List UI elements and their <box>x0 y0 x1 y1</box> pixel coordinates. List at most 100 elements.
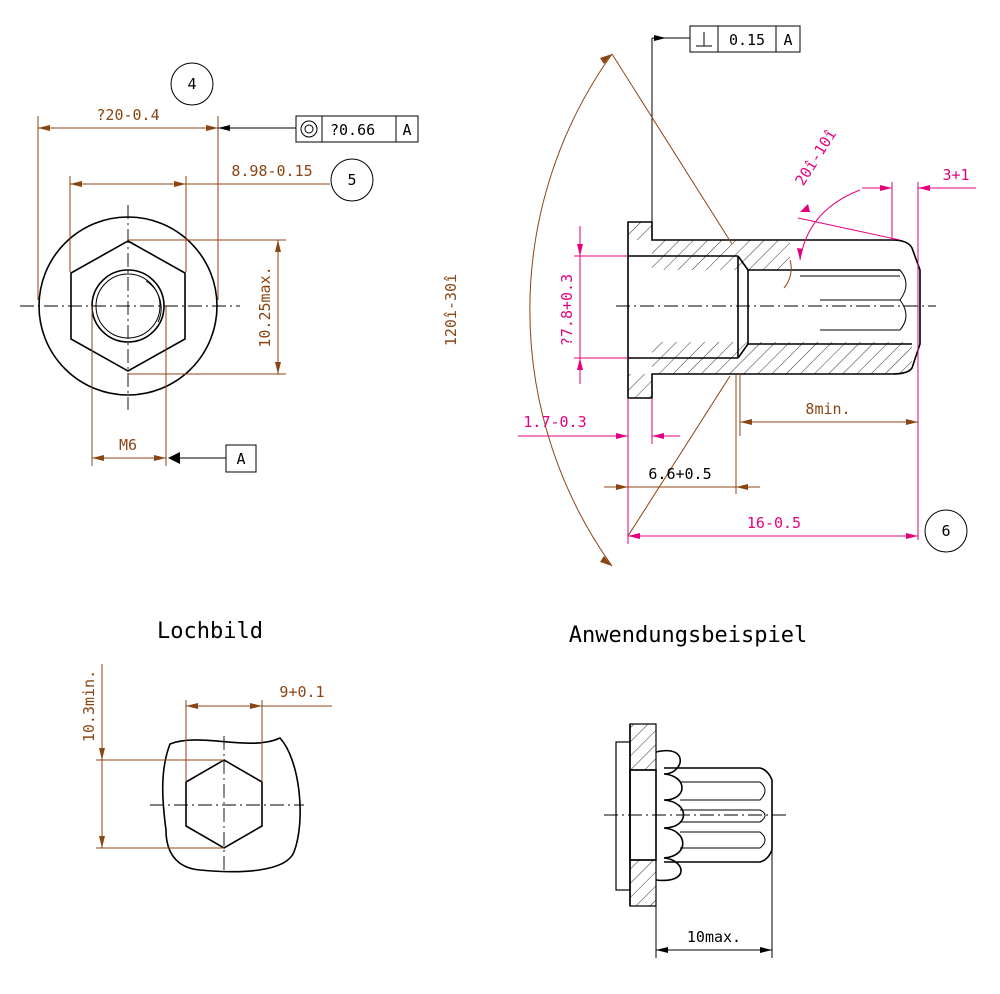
dim-text-height: 10.25max. <box>256 266 274 347</box>
dim-text-thread: M6 <box>119 436 137 454</box>
shank-outline <box>664 767 773 863</box>
hole-pattern-view: Lochbild 9+0.1 10.3min. <box>80 619 332 873</box>
datum-triangle-icon <box>168 452 180 464</box>
arrowhead <box>99 836 105 848</box>
dim-text-grip: 8min. <box>805 400 850 418</box>
sweep-angle-arc <box>529 53 613 567</box>
upper-hatch <box>730 240 790 270</box>
arrowhead <box>616 484 628 490</box>
balloon-4 <box>170 62 214 106</box>
dim-text-dia: ?7.8+0.3 <box>558 274 576 346</box>
arrowhead <box>70 181 82 187</box>
dim-text-sweep-angle: 120î-30î <box>442 274 460 346</box>
chamfer-line <box>737 255 749 271</box>
arrowhead <box>577 358 583 370</box>
datum-box <box>225 444 257 473</box>
shank-rib <box>680 809 766 823</box>
balloon-5-label: 5 <box>347 171 356 189</box>
thread-core-outline <box>95 273 161 339</box>
application-view: Anwendungsbeispiel 10max. <box>569 623 807 958</box>
arrowhead <box>616 433 628 439</box>
hole-pattern-title: Lochbild <box>157 619 263 644</box>
arrowhead <box>92 455 104 461</box>
shank-rib <box>680 831 766 849</box>
frame-box <box>689 25 801 53</box>
arrowhead <box>600 54 612 64</box>
arrowhead <box>918 185 930 191</box>
arrowhead <box>250 703 262 709</box>
rib-curve <box>899 299 907 331</box>
perpendicularity-datum: A <box>783 31 792 49</box>
arrowhead <box>797 248 803 260</box>
arrowhead <box>906 419 918 425</box>
arrowhead <box>654 35 666 41</box>
concentricity-symbol-icon <box>300 120 318 138</box>
arrowhead <box>760 947 772 953</box>
dim-text-head: 6.6+0.5 <box>648 465 711 483</box>
front-view: ?20-0.4 ?0.66 A 4 8.98-0.15 5 <box>20 62 419 473</box>
shank-rib <box>680 781 766 801</box>
arrowhead <box>174 181 186 187</box>
flange-hatch-top <box>628 222 652 240</box>
arrowhead <box>906 533 918 539</box>
arrowhead <box>218 125 230 131</box>
flange-hatch-bottom <box>628 374 652 398</box>
arrowhead <box>652 433 664 439</box>
perpendicularity-frame: 0.15 A <box>689 25 801 53</box>
chamfer-line <box>737 343 749 359</box>
arrowhead <box>800 204 810 212</box>
dim-text-hole-width: 9+0.1 <box>279 683 324 701</box>
arrowhead <box>656 947 668 953</box>
rib-curve <box>899 269 907 301</box>
arrowhead <box>736 484 748 490</box>
dim-text-outer-dia: ?20-0.4 <box>96 106 159 124</box>
frame-box <box>295 115 419 143</box>
sheet-outline <box>161 737 301 873</box>
dim-text-hole-height: 10.3min. <box>80 670 98 742</box>
concentricity-value: ?0.66 <box>330 121 375 139</box>
arrowhead <box>577 244 583 256</box>
arrowhead <box>880 185 892 191</box>
arrowhead <box>740 419 752 425</box>
dim-text-chamfer-angle: 20î-10î <box>791 126 840 189</box>
arrowhead <box>38 125 50 131</box>
sweep-ext-line <box>627 375 731 537</box>
application-title: Anwendungsbeispiel <box>569 623 807 648</box>
arrowhead <box>275 362 281 374</box>
perpendicularity-value: 0.15 <box>729 31 765 49</box>
bulge-ribs <box>655 749 685 882</box>
arrowhead <box>186 703 198 709</box>
thread-arc <box>145 280 162 323</box>
arrowhead <box>154 455 166 461</box>
sheet-hatch-top <box>629 723 657 771</box>
balloon-4-label: 4 <box>187 75 196 93</box>
body-outline <box>627 221 921 399</box>
arrowhead <box>600 556 612 566</box>
dim-text-length: 16-0.5 <box>747 514 801 532</box>
dim-text-rib: 3+1 <box>942 166 969 184</box>
concentricity-symbol-inner <box>304 124 314 134</box>
balloon-5 <box>330 158 374 202</box>
datum-label: A <box>236 450 245 468</box>
arrowhead <box>628 533 640 539</box>
arrowhead <box>206 125 218 131</box>
balloon-6-label: 6 <box>941 522 950 540</box>
flange-block <box>629 769 657 861</box>
arrowhead <box>275 240 281 252</box>
sweep-ext-line <box>611 53 733 245</box>
dim-text-hex: 8.98-0.15 <box>231 162 312 180</box>
chamfer-angle-ext <box>797 217 901 241</box>
concentricity-frame: ?0.66 A <box>295 115 419 143</box>
arrowhead <box>99 748 105 760</box>
dim-text-flange: 1.7-0.3 <box>523 413 586 431</box>
balloon-6 <box>924 509 968 553</box>
dim-text-app: 10max. <box>687 928 741 946</box>
side-section-view: 0.15 A 120î-30î 20î-10î 3+1 ?7.8+0.3 <box>442 25 976 567</box>
upper-hatch-head <box>652 240 752 270</box>
sweep-arc-small <box>783 259 792 289</box>
hex-body-outline <box>70 240 186 372</box>
sheet-edge <box>615 741 631 891</box>
sheet-hatch-bottom <box>629 859 657 907</box>
lower-hatch-body <box>740 342 912 374</box>
